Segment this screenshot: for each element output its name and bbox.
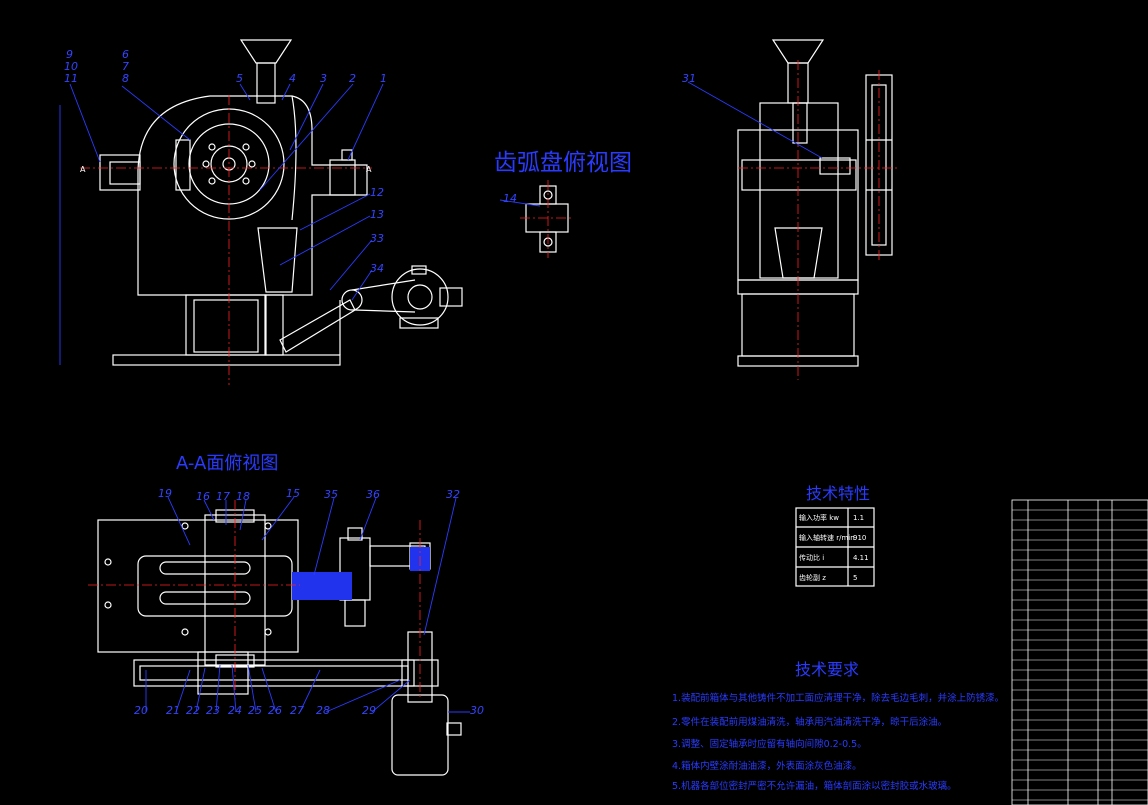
label-2: 2 — [349, 72, 356, 85]
label-11: 11 — [64, 72, 78, 85]
label-20: 20 — [134, 704, 148, 717]
part-labels-section: 19 16 17 18 15 35 36 32 20 21 22 23 24 2… — [134, 487, 484, 717]
label-6: 6 — [122, 48, 129, 61]
requirement-item: 2.零件在装配前用煤油清洗，轴承用汽油清洗干净，晾干后涂油。 — [672, 716, 947, 728]
label-30: 30 — [470, 704, 484, 717]
label-13: 13 — [370, 208, 384, 221]
label-9: 9 — [66, 48, 73, 61]
blue-coupling-bar — [292, 572, 352, 600]
label-29: 29 — [362, 704, 376, 717]
label-3: 3 — [320, 72, 327, 85]
section-mark-left: A — [80, 165, 86, 174]
arc-plate-view-title: 齿弧盘俯视图 — [494, 150, 632, 176]
label-5: 5 — [236, 72, 243, 85]
label-26: 26 — [268, 704, 282, 717]
tech-row-name: 输入轴转速 r/min — [799, 533, 855, 542]
label-24: 24 — [228, 704, 242, 717]
label-12: 12 — [370, 186, 384, 199]
tech-row-value: 5 — [853, 574, 857, 582]
label-25: 25 — [248, 704, 262, 717]
center-lines — [80, 60, 898, 700]
front-view — [99, 39, 463, 366]
tech-requirements-list: 1.装配前箱体与其他铸件不加工面应清理干净，除去毛边毛刺，并涂上防锈漆。 2.零… — [672, 692, 1004, 792]
requirement-item: 4.箱体内壁涂耐油油漆，外表面涂灰色油漆。 — [672, 760, 862, 772]
requirement-item: 1.装配前箱体与其他铸件不加工面应清理干净，除去毛边毛刺，并涂上防锈漆。 — [672, 692, 1004, 704]
label-36: 36 — [366, 488, 380, 501]
tech-row-value: 4.11 — [853, 554, 869, 562]
tech-row-name: 输入功率 kw — [799, 513, 839, 522]
label-14: 14 — [503, 192, 517, 205]
parts-list — [1011, 499, 1148, 805]
label-18: 18 — [236, 490, 250, 503]
section-top-view — [97, 509, 462, 776]
tech-characteristics-title: 技术特性 — [806, 484, 870, 503]
arc-plate-view — [525, 185, 569, 253]
label-28: 28 — [316, 704, 330, 717]
label-21: 21 — [166, 704, 180, 717]
label-7: 7 — [122, 60, 129, 73]
requirement-item: 3.调整、固定轴承时应留有轴向间隙0.2-0.5。 — [672, 738, 867, 750]
parts-list-rows — [1012, 509, 1148, 801]
tech-row-name: 齿轮副 z — [799, 573, 826, 582]
label-4: 4 — [289, 72, 296, 85]
section-view-title: A-A面俯视图 — [176, 453, 278, 474]
leader-lines — [59, 81, 823, 713]
label-15: 15 — [286, 487, 300, 500]
label-32: 32 — [446, 488, 460, 501]
label-17: 17 — [216, 490, 230, 503]
tech-row-name: 传动比 i — [799, 553, 824, 562]
label-16: 16 — [196, 490, 210, 503]
label-33: 33 — [370, 232, 384, 245]
label-19: 19 — [158, 487, 172, 500]
section-mark-right: A — [366, 165, 372, 174]
tech-characteristics-rows: 输入功率 kw 1.1 输入轴转速 r/min 910 传动比 i 4.11 齿… — [799, 513, 869, 582]
label-10: 10 — [64, 60, 78, 73]
label-31: 31 — [682, 72, 696, 85]
label-23: 23 — [206, 704, 220, 717]
tech-row-value: 1.1 — [853, 514, 864, 522]
tech-row-value: 910 — [853, 534, 866, 542]
tech-table — [795, 507, 875, 587]
label-8: 8 — [122, 72, 129, 85]
label-34: 34 — [370, 262, 384, 275]
part-labels-front: 9 10 11 6 7 8 5 4 3 2 1 12 13 33 34 — [64, 48, 387, 275]
side-view — [737, 39, 893, 367]
label-22: 22 — [186, 704, 200, 717]
label-1: 1 — [380, 72, 387, 85]
tech-requirements-title: 技术要求 — [795, 660, 859, 679]
requirement-item: 5.机器各部位密封严密不允许漏油，箱体剖面涂以密封胶或水玻璃。 — [672, 780, 957, 792]
section-marks: A A — [80, 165, 372, 174]
label-35: 35 — [324, 488, 338, 501]
label-27: 27 — [290, 704, 304, 717]
